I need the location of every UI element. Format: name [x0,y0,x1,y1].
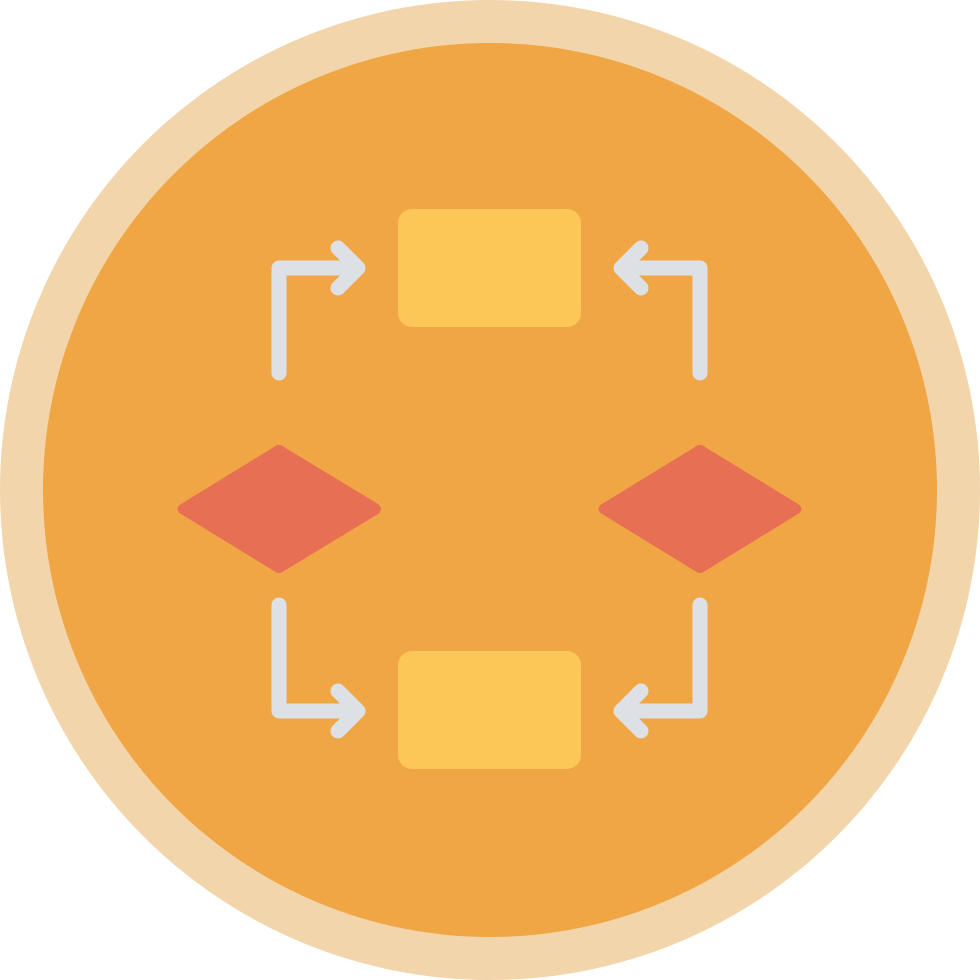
arrow-top-right [613,240,708,381]
decision-diamond-left [177,445,381,573]
arrow-top-left [271,240,366,381]
arrow-bottom-left [271,597,366,739]
process-box-top [398,209,581,327]
process-box-bottom [398,651,581,769]
inner-disc [43,43,937,937]
arrow-bottom-right [613,597,708,739]
decision-diamond-right [598,445,802,573]
